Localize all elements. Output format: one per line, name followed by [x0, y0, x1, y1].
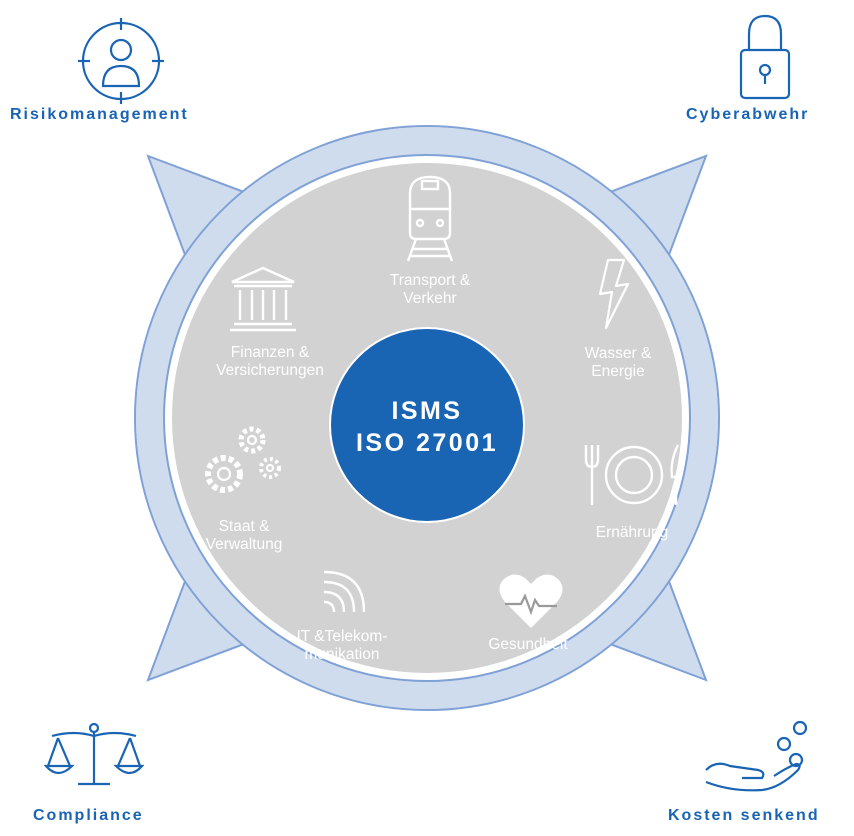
sector-it-line2: munikation — [304, 646, 380, 663]
sector-transport-line1: Transport & — [389, 272, 471, 289]
sector-ernaehrung-line1: Ernährung — [595, 524, 669, 541]
corner-label-kosten-senkend: Kosten senkend — [668, 807, 820, 824]
sector-it-line1: IT &Telekom- — [296, 628, 388, 645]
sector-wasser-line2: Energie — [591, 363, 645, 380]
bank-building-icon — [230, 266, 296, 332]
center-title: ISMS ISO 27001 — [327, 395, 527, 459]
sector-staat-line1: Staat & — [218, 518, 270, 535]
corner-label-cyberabwehr: Cyberabwehr — [686, 106, 810, 123]
person-target-icon — [78, 18, 164, 104]
scales-icon — [44, 722, 144, 786]
padlock-icon — [739, 14, 791, 100]
sector-finanzen-versicherungen: Finanzen & Versicherungen — [216, 344, 324, 380]
train-icon — [406, 175, 454, 262]
sector-wasser-line1: Wasser & — [584, 345, 652, 362]
sector-staat-verwaltung: Staat & Verwaltung — [206, 518, 283, 554]
sector-transport-line2: Verkehr — [403, 290, 457, 307]
lightning-icon — [598, 258, 630, 330]
plate-cutlery-icon — [584, 444, 680, 505]
sector-transport-verkehr: Transport & Verkehr — [390, 272, 470, 308]
sector-staat-line2: Verwaltung — [205, 536, 283, 553]
sector-finanzen-line1: Finanzen & — [230, 344, 310, 361]
sector-gesundheit: Gesundheit — [488, 636, 567, 654]
gears-icon — [205, 426, 281, 493]
hand-coins-icon — [705, 720, 808, 792]
sector-wasser-energie: Wasser & Energie — [585, 345, 652, 381]
sector-it-telekommunikation: IT &Telekom- munikation — [296, 628, 387, 664]
center-title-line2: ISO 27001 — [355, 429, 499, 457]
center-title-line1: ISMS — [391, 397, 463, 425]
center-circle — [329, 327, 525, 523]
heart-pulse-icon — [499, 574, 563, 628]
sector-ernaehrung: Ernährung — [596, 524, 668, 542]
signal-waves-icon — [323, 570, 366, 613]
corner-label-compliance: Compliance — [33, 807, 144, 824]
sector-gesundheit-line1: Gesundheit — [488, 636, 568, 653]
corner-label-risikomanagement: Risikomanagement — [10, 106, 189, 123]
sector-finanzen-line2: Versicherungen — [216, 362, 324, 379]
